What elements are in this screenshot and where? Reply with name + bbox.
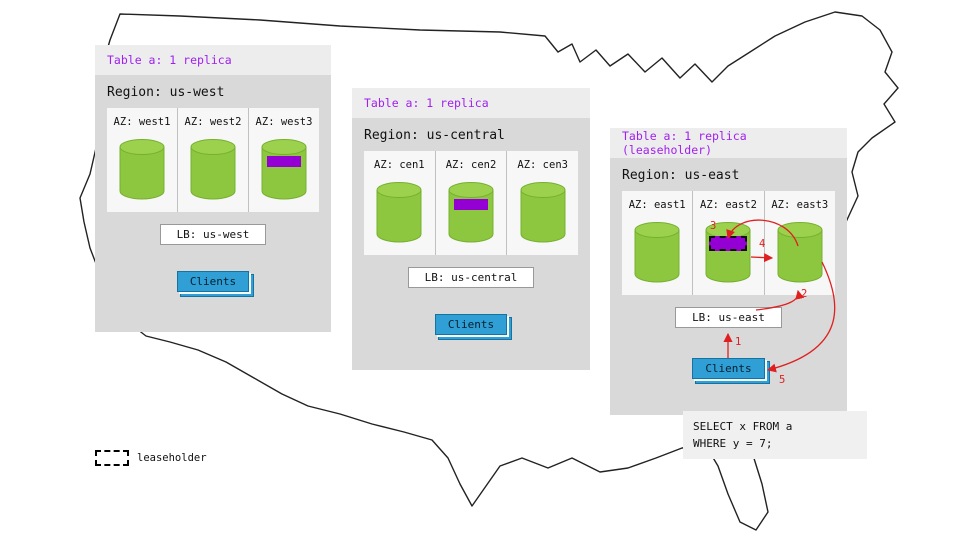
sql-query-line2: WHERE y = 7; (693, 437, 773, 451)
az-label-cen1: AZ: cen1 (374, 159, 425, 171)
az-label-cen3: AZ: cen3 (517, 159, 568, 171)
az-row-us-west: AZ: west1 AZ: west2 AZ: west3 (107, 108, 319, 212)
database-cylinder-icon (376, 181, 422, 245)
az-label-west1: AZ: west1 (113, 116, 171, 128)
clients-box-us-west: Clients (176, 271, 250, 292)
az-cell-cen1: AZ: cen1 (364, 151, 436, 255)
clients-box-us-east: Clients (692, 358, 765, 379)
database-cylinder-icon (520, 181, 566, 245)
az-row-us-east: AZ: east1 AZ: east2 AZ: east3 (622, 191, 835, 295)
database-cylinder-icon (634, 221, 680, 285)
az-label-east3: AZ: east3 (771, 199, 829, 211)
az-cell-east3: AZ: east3 (765, 191, 835, 295)
az-label-west3: AZ: west3 (255, 116, 313, 128)
az-cell-west2: AZ: west2 (178, 108, 249, 212)
load-balancer-us-west: LB: us-west (159, 224, 267, 245)
az-label-east2: AZ: east2 (700, 199, 757, 211)
az-cell-east2: AZ: east2 (693, 191, 765, 295)
region-panel-us-west: Table a: 1 replica Region: us-west AZ: w… (95, 45, 331, 332)
sql-query-line1: SELECT x FROM a (693, 420, 793, 433)
region-title-us-central: Region: us-central (364, 128, 505, 143)
az-cell-cen3: AZ: cen3 (507, 151, 578, 255)
az-cell-west3: AZ: west3 (249, 108, 319, 212)
az-label-west2: AZ: west2 (184, 116, 242, 128)
panel-body-us-west: Region: us-west AZ: west1 AZ: west2 AZ: … (95, 75, 331, 292)
replica-range (267, 156, 301, 167)
az-cell-west1: AZ: west1 (107, 108, 178, 212)
panel-body-us-central: Region: us-central AZ: cen1 AZ: cen2 (352, 118, 590, 335)
legend: leaseholder (95, 450, 207, 466)
database-cylinder-icon (705, 221, 751, 285)
sql-query-box: SELECT x FROM a WHERE y = 7; (683, 411, 867, 460)
database-cylinder-icon (119, 138, 165, 202)
az-cell-cen2: AZ: cen2 (436, 151, 508, 255)
clients-box-us-central: Clients (434, 314, 508, 335)
az-row-us-central: AZ: cen1 AZ: cen2 AZ: cen3 (364, 151, 578, 255)
database-cylinder-icon (777, 221, 823, 285)
panel-header-us-central: Table a: 1 replica (352, 88, 590, 118)
region-panel-us-central: Table a: 1 replica Region: us-central AZ… (352, 88, 590, 370)
load-balancer-us-east: LB: us-east (675, 307, 782, 328)
region-title-us-west: Region: us-west (107, 85, 225, 100)
az-label-cen2: AZ: cen2 (445, 159, 497, 171)
region-panel-us-east: Table a: 1 replica (leaseholder) Region:… (610, 128, 847, 415)
database-cylinder-icon (190, 138, 236, 202)
load-balancer-us-central: LB: us-central (407, 267, 535, 288)
replica-range (454, 199, 488, 210)
leaseholder-swatch-icon (95, 450, 129, 466)
database-cylinder-icon (448, 181, 494, 245)
legend-label: leaseholder (137, 452, 207, 464)
panel-body-us-east: Region: us-east AZ: east1 AZ: east2 (610, 158, 847, 379)
az-label-east1: AZ: east1 (628, 199, 686, 211)
database-cylinder-icon (261, 138, 307, 202)
panel-header-us-east: Table a: 1 replica (leaseholder) (610, 128, 847, 158)
leaseholder-range (709, 236, 748, 251)
az-cell-east1: AZ: east1 (622, 191, 694, 295)
panel-header-us-west: Table a: 1 replica (95, 45, 331, 75)
region-title-us-east: Region: us-east (622, 168, 740, 183)
